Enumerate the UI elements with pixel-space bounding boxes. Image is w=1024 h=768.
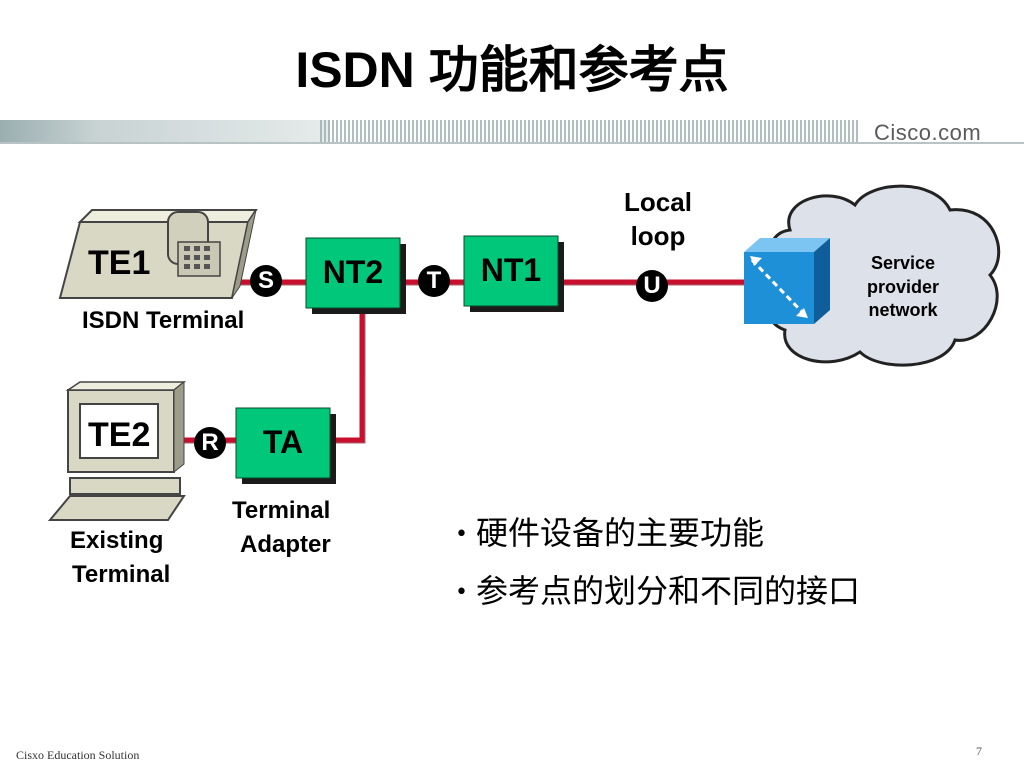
- ref-point-u-label: U: [643, 272, 661, 299]
- header-banner: [0, 120, 1024, 144]
- cisco-logo: Cisco.com: [874, 120, 982, 145]
- ref-point-u-marker: [636, 270, 668, 302]
- te1-caption: ISDN Terminal: [82, 307, 245, 334]
- switch-icon: [744, 238, 830, 324]
- telephone-icon: [58, 209, 258, 299]
- ta-label: TA: [262, 424, 304, 460]
- ref-point-r-label: R: [201, 429, 219, 456]
- local-loop-line1: Local: [624, 187, 692, 217]
- te2-caption-line1: Existing: [70, 527, 164, 554]
- cloud-text-line1: Service: [870, 253, 936, 273]
- bullet-dot-icon: •: [455, 522, 468, 547]
- page-number: 7: [976, 744, 982, 758]
- page-title: ISDN 功能和参考点: [295, 42, 729, 98]
- bullet-item: • 硬件设备的主要功能: [455, 505, 860, 563]
- te2-caption-line2: Terminal: [72, 561, 171, 588]
- te2-label: TE2: [88, 416, 151, 454]
- ta-caption-line1: Terminal: [232, 497, 331, 524]
- nt2-label: NT2: [322, 254, 384, 290]
- bullet-text: 硬件设备的主要功能: [475, 514, 764, 552]
- nt2-box: [305, 237, 406, 314]
- cloud-text-line2: provider: [866, 277, 940, 297]
- computer-icon: [47, 380, 187, 521]
- nt1-box: [463, 235, 564, 312]
- ref-point-s-marker: [250, 265, 282, 297]
- ref-point-t-label: T: [426, 267, 442, 294]
- ref-point-t-marker: [418, 265, 450, 297]
- ref-point-r-marker: [194, 427, 226, 459]
- ta-caption-line2: Adapter: [240, 531, 331, 558]
- bullet-list: • 硬件设备的主要功能 • 参考点的划分和不同的接口: [455, 505, 860, 621]
- te1-label: TE1: [88, 244, 151, 282]
- bullet-dot-icon: •: [455, 580, 468, 605]
- cloud-text-line3: network: [868, 300, 938, 320]
- footer-text: Cisxo Education Solution: [16, 748, 140, 762]
- local-loop-line2: loop: [630, 221, 686, 251]
- ref-point-s-label: S: [257, 267, 274, 294]
- bullet-item: • 参考点的划分和不同的接口: [455, 563, 860, 621]
- ta-box: [235, 407, 336, 484]
- nt1-label: NT1: [480, 252, 542, 288]
- bullet-text: 参考点的划分和不同的接口: [475, 572, 860, 610]
